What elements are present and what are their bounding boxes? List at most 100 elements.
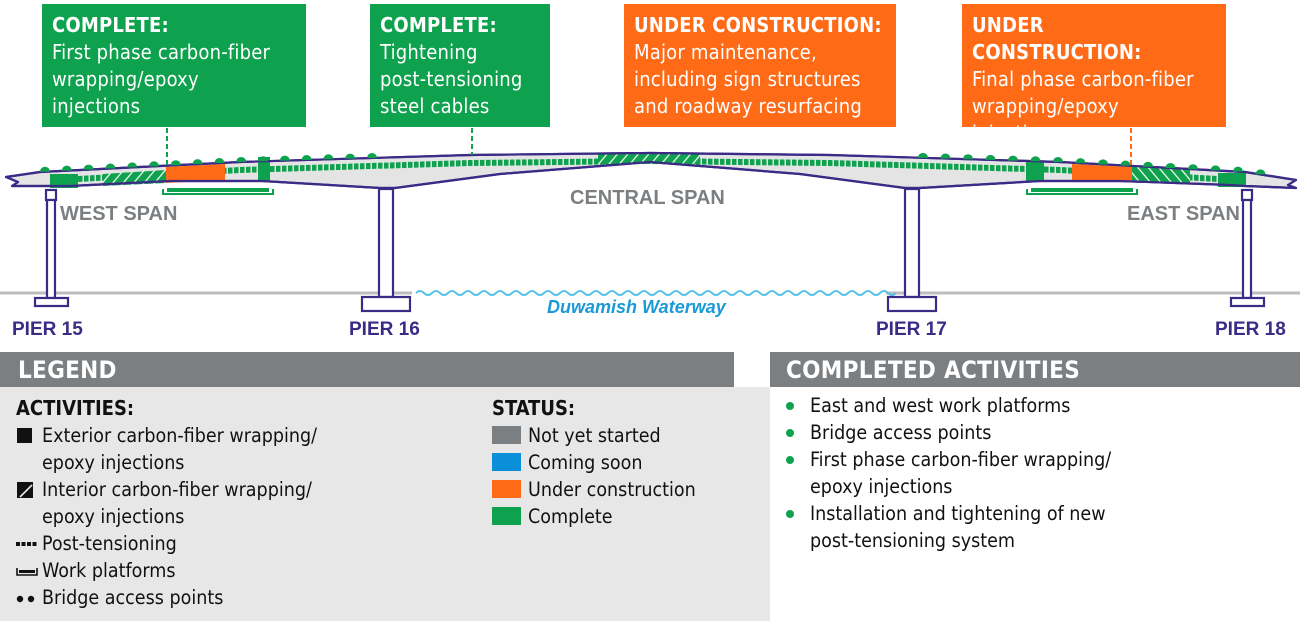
west-span-label: WEST SPAN	[60, 203, 177, 225]
access-point-dot	[149, 161, 159, 167]
platform-icon	[16, 557, 38, 584]
callout-under-construction-final-phase: UNDER CONSTRUCTION: Final phase carbon-f…	[962, 4, 1226, 145]
pier-16-structure	[360, 187, 412, 313]
interior-wrap-central	[598, 154, 700, 164]
callout-text: Tightening	[380, 40, 478, 64]
bullet-icon	[786, 456, 794, 464]
activity-label-cont: epoxy injections	[42, 451, 185, 474]
pier-18-label: PIER 18	[1215, 319, 1286, 340]
work-platform-east-bar	[1031, 188, 1133, 192]
callout-text: steel cables	[380, 94, 490, 118]
legend-activity-post-tensioning: Post-tensioning	[16, 530, 317, 557]
callout-text: including sign structures	[634, 67, 861, 91]
access-point-dot	[1053, 156, 1063, 162]
access-point-dot	[1188, 164, 1198, 170]
status-swatch-orange	[492, 480, 521, 498]
work-platform-west	[162, 189, 274, 195]
exterior-wrap-east-2	[1218, 173, 1246, 187]
pier-17-label: PIER 17	[876, 319, 947, 340]
dashed-line-icon	[16, 530, 38, 557]
bullet-icon	[786, 510, 794, 518]
access-point-dot	[301, 154, 312, 160]
completed-item: First phase carbon-fiber wrapping/	[780, 446, 1111, 473]
access-point-dot	[963, 154, 973, 160]
access-point-dot	[918, 152, 928, 158]
exterior-wrap-east-1	[1026, 162, 1044, 182]
access-point-dot	[1030, 156, 1041, 162]
status-swatch-gray	[492, 426, 521, 444]
callout-text: wrapping/epoxy	[972, 94, 1119, 118]
legend-activity-interior: Interior carbon-fiber wrapping/	[16, 476, 317, 503]
under-construction-west	[166, 164, 225, 183]
access-point-dot	[1098, 159, 1108, 165]
activities-title: ACTIVITIES:	[16, 396, 135, 420]
callout-text: injections	[52, 94, 141, 118]
bullet-icon	[786, 402, 794, 410]
callout-status: COMPLETE:	[52, 13, 169, 37]
access-point-dot	[214, 158, 225, 164]
callout-text: First phase carbon-fiber	[52, 40, 271, 64]
access-point-dot	[1075, 158, 1086, 164]
completed-item-text-cont: post-tensioning system	[810, 529, 1016, 552]
access-point-dot	[1165, 162, 1176, 168]
completed-item-text: First phase carbon-fiber wrapping/	[810, 448, 1112, 471]
work-platform-east	[1026, 189, 1138, 195]
pier-15-label: PIER 15	[12, 319, 83, 340]
access-points-east	[918, 152, 1266, 175]
status-under-construction: Under construction	[492, 476, 696, 503]
completed-item: East and west work platforms	[780, 392, 1111, 419]
status-list: STATUS: Not yet started Coming soon Unde…	[492, 395, 696, 530]
status-swatch-blue	[492, 453, 521, 471]
legend-activity-exterior: Exterior carbon-fiber wrapping/	[16, 422, 317, 449]
interior-wrap-east	[1132, 166, 1190, 184]
access-point-dot	[258, 156, 268, 162]
activities-list: ACTIVITIES: Exterior carbon-fiber wrappi…	[16, 395, 317, 611]
solid-square-icon	[16, 422, 38, 449]
access-point-dot	[367, 152, 377, 158]
callout-text: and roadway resurfacing	[634, 94, 862, 118]
pier-16-label: PIER 16	[349, 319, 420, 340]
callout-text: injections	[972, 121, 1061, 145]
access-point-dot	[61, 165, 72, 171]
east-span-label: EAST SPAN	[1127, 203, 1240, 225]
pier-17-structure	[886, 187, 938, 313]
post-tensioning-strip	[60, 158, 1235, 183]
exterior-wrap-west-2	[258, 157, 270, 181]
activity-label: Post-tensioning	[42, 532, 177, 555]
work-platform-west-bar	[167, 188, 269, 192]
hatched-square-icon	[16, 476, 38, 503]
under-construction-east	[1072, 164, 1132, 182]
access-point-dot	[345, 153, 356, 159]
status-label: Coming soon	[528, 451, 643, 474]
callout-text: post-tensioning	[380, 67, 523, 91]
completed-item: Installation and tightening of new	[780, 500, 1111, 527]
status-not-yet-started: Not yet started	[492, 422, 696, 449]
central-span-label: CENTRAL SPAN	[570, 187, 725, 209]
completed-item-text: East and west work platforms	[810, 394, 1071, 417]
access-point-dot	[83, 164, 94, 170]
access-point-dot	[105, 163, 116, 169]
deck-outline	[4, 151, 1298, 190]
legend-header: LEGEND	[0, 352, 734, 387]
callout-complete-tightening: COMPLETE: Tightening post-tensioning ste…	[370, 4, 550, 127]
legend-activity-work-platforms: Work platforms	[16, 557, 317, 584]
completed-activities-header: COMPLETED ACTIVITIES	[770, 352, 1300, 387]
access-point-dot	[170, 160, 181, 166]
dots-icon	[16, 584, 38, 611]
access-point-dot	[1120, 160, 1131, 166]
completed-item: Bridge access points	[780, 419, 1111, 446]
status-label: Under construction	[528, 478, 696, 501]
legend-activity-access-points: Bridge access points	[16, 584, 317, 611]
completed-item-text: Installation and tightening of new	[810, 502, 1106, 525]
access-point-dot	[40, 166, 50, 172]
bridge-diagram: WEST SPAN CENTRAL SPAN EAST SPAN PIER 15…	[0, 128, 1300, 340]
callout-status: COMPLETE:	[380, 13, 497, 37]
waterway-wave	[415, 290, 897, 296]
access-point-dot	[985, 154, 996, 160]
status-label: Not yet started	[528, 424, 661, 447]
access-point-dot	[127, 162, 138, 168]
access-point-dot	[1143, 161, 1153, 167]
legend-panel	[0, 387, 770, 621]
callout-text: wrapping/epoxy	[52, 67, 199, 91]
access-points-west	[40, 152, 377, 172]
